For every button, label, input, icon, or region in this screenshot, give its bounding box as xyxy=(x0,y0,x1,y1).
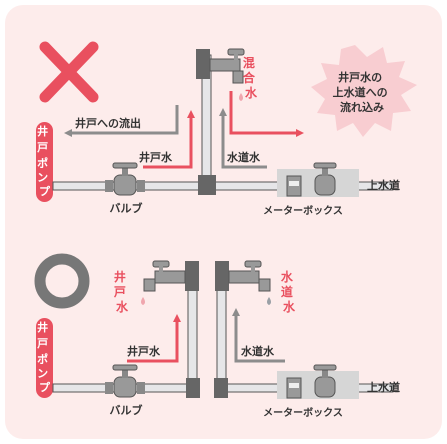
svg-text:井 戸 ポ: 井 戸 ポ ン プ xyxy=(37,320,52,394)
top-outflow-label: 井戸への流出 xyxy=(75,116,141,130)
top-main-water-label: 上水道 xyxy=(367,178,400,192)
top-tee-joint xyxy=(198,175,216,195)
top-mixed-water-label: 混 合 水 xyxy=(243,55,259,100)
bottom-main-water-label: 上水道 xyxy=(367,380,400,394)
top-well-pump-char: 井 xyxy=(37,124,48,138)
bottom-well-water-drop-icon xyxy=(141,297,145,305)
top-elbow-joint xyxy=(196,49,210,79)
bottom-right-faucet-icon xyxy=(228,260,271,292)
bottom-valve-label: バルブ xyxy=(110,403,143,417)
top-valve-label: バルブ xyxy=(110,201,143,215)
bottom-well-water-label: 井戸水 xyxy=(127,344,161,358)
top-well-water-arrow xyxy=(143,110,195,169)
bottom-well-pump-label: 井 戸 ポ ン プ xyxy=(36,318,53,398)
bottom-tap-water-drop-icon xyxy=(267,297,271,305)
top-mixed-flow-arrow xyxy=(229,91,304,137)
bottom-left-elbow-upper xyxy=(185,261,199,291)
top-horizontal-pipe xyxy=(52,181,394,191)
plumbing-diagram: 井 戸 ポ ン プ 混 合 水 xyxy=(34,41,417,419)
top-well-pump-label: 井 戸 ポ ン プ xyxy=(36,122,53,202)
top-well-water-label: 井戸水 xyxy=(139,150,173,164)
svg-text:井 戸 ポ: 井 戸 ポ ン プ xyxy=(37,124,52,198)
bottom-tap-water-label: 水道水 xyxy=(241,344,275,358)
bottom-meter-box xyxy=(277,364,359,399)
top-callout-text: 井戸水の 上水道への 流れ込み xyxy=(333,70,392,114)
bottom-meter-box-label: メーターボックス xyxy=(263,406,343,419)
top-meter-box xyxy=(277,162,359,197)
bottom-tap-water-tap-label: 水 道 水 xyxy=(281,269,297,314)
bottom-right-elbow-upper xyxy=(215,261,229,291)
bottom-left-elbow-lower xyxy=(186,378,200,398)
bottom-section: 井 戸 ポ ン プ 井 戸 水 xyxy=(34,253,400,419)
diagram-panel: 井 戸 ポ ン プ 混 合 水 xyxy=(5,5,442,439)
cross-mark-icon xyxy=(39,41,99,103)
circle-mark-icon xyxy=(34,253,90,309)
top-faucet-icon xyxy=(209,48,245,84)
bottom-valve-icon xyxy=(105,364,145,398)
top-section: 井 戸 ポ ン プ 混 合 水 xyxy=(36,41,417,217)
top-outflow-arrow xyxy=(64,105,179,137)
top-tap-water-label: 水道水 xyxy=(227,150,261,164)
top-mixed-water-drop-icon xyxy=(239,93,243,101)
bottom-tap-water-arrow xyxy=(232,308,285,363)
top-valve-icon xyxy=(105,162,145,196)
bottom-left-faucet-icon xyxy=(143,260,186,292)
top-callout-burst xyxy=(311,45,417,137)
top-meter-box-label: メーターボックス xyxy=(263,204,343,217)
bottom-right-elbow-lower xyxy=(214,378,228,398)
top-tap-water-arrow xyxy=(219,108,267,169)
bottom-well-water-tap-label: 井 戸 水 xyxy=(114,269,130,314)
bottom-well-water-arrow xyxy=(127,314,181,363)
